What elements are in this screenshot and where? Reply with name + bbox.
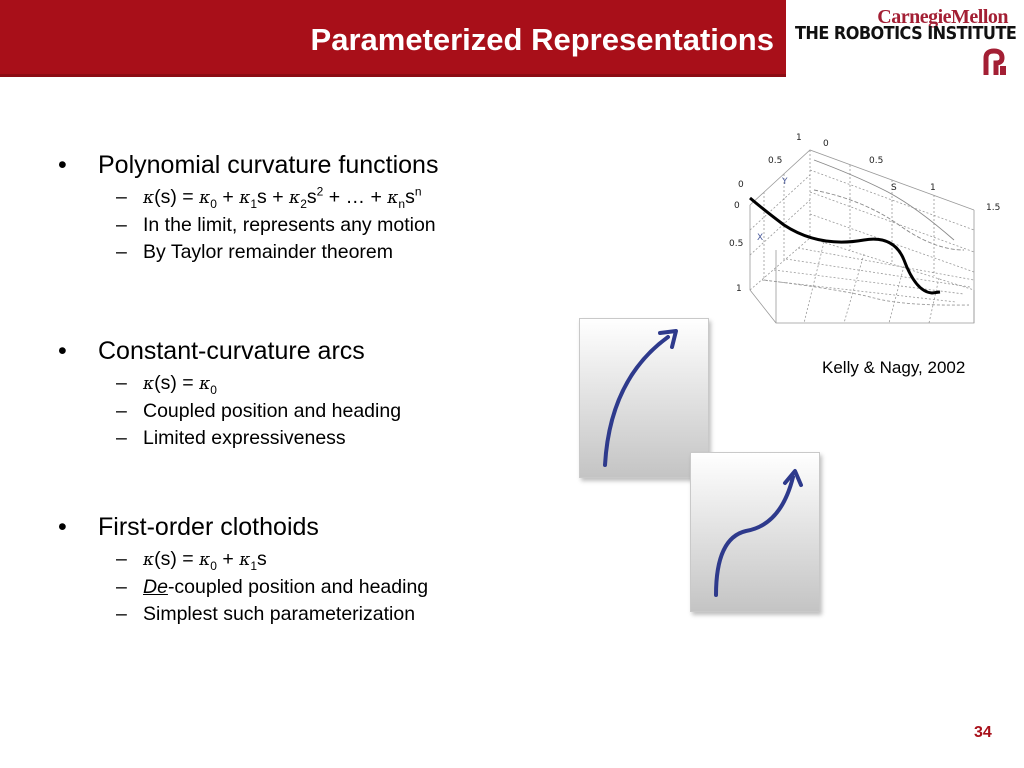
- logo-carnegie-mellon: CarnegieMellon: [877, 6, 1008, 28]
- sub-bullet-formula: –κ(s) = κ0: [116, 372, 217, 397]
- bullet-group-clothoids: First-order clothoids –κ(s) = κ0 + κ1s –…: [58, 512, 428, 628]
- fig-label: 0.5: [869, 156, 883, 166]
- fig-label: 0.5: [768, 156, 782, 166]
- fig-axis-letter: Y: [781, 177, 788, 187]
- bullet-heading: First-order clothoids: [58, 512, 428, 542]
- arc-arrow-icon: [603, 329, 678, 467]
- curvature-curve: [749, 196, 941, 295]
- fig-label: 1: [736, 284, 742, 294]
- sub-bullet-list: –κ(s) = κ0 + κ1s –De-coupled position an…: [58, 546, 428, 628]
- page-number: 34: [974, 724, 992, 741]
- sub-bullet: –Limited expressiveness: [116, 427, 346, 449]
- fig-label: 0.5: [729, 239, 743, 249]
- sub-bullet-list: –κ(s) = κ0 –Coupled position and heading…: [58, 370, 401, 452]
- sub-bullet: –By Taylor remainder theorem: [116, 241, 393, 263]
- fig-label: 1: [930, 183, 936, 193]
- figure-citation: Kelly & Nagy, 2002: [822, 358, 966, 377]
- fig-label: 0: [738, 180, 744, 190]
- curvature-3d-figure: 1 0 0.5 0.5 1 1.5 Y S X 0 0 0.5 1: [729, 133, 1000, 324]
- clothoid-arrow-icon: [714, 469, 803, 597]
- fig-label: 1: [796, 133, 802, 143]
- slide-title: Parameterized Representations: [310, 22, 774, 57]
- bullet-group-polynomial: Polynomial curvature functions –κ(s) = κ…: [58, 150, 438, 266]
- sub-bullet: –Coupled position and heading: [116, 400, 402, 422]
- bullet-heading: Polynomial curvature functions: [58, 150, 438, 180]
- sub-bullet: –In the limit, represents any motion: [116, 214, 436, 236]
- sub-bullet: –Simplest such parameterization: [116, 603, 416, 625]
- fig-label: 0: [823, 139, 829, 149]
- sub-bullet-list: –κ(s) = κ0 + κ1s + κ2s2 + … + κnsn –In t…: [58, 184, 438, 266]
- cmu-ri-logo: CarnegieMellon THE ROBOTICS INSTITUTE: [790, 0, 1024, 80]
- fig-label: 1.5: [986, 203, 1000, 213]
- sub-bullet-formula: –κ(s) = κ0 + κ1s: [116, 548, 267, 573]
- bullet-heading: Constant-curvature arcs: [58, 336, 401, 366]
- clothoid-curve-image: [690, 452, 820, 612]
- constant-curvature-arc-image: [579, 318, 709, 478]
- fig-label: 0: [734, 201, 740, 211]
- fig-axis-letter: S: [891, 183, 897, 193]
- sub-bullet: –De-coupled position and heading: [116, 576, 429, 598]
- logo-robotics-institute: THE ROBOTICS INSTITUTE: [795, 24, 1017, 44]
- title-bar: Parameterized Representations: [0, 0, 786, 77]
- ri-logo-mark-icon: [983, 48, 1006, 75]
- sub-bullet-formula: –κ(s) = κ0 + κ1s + κ2s2 + … + κnsn: [116, 184, 422, 211]
- bullet-group-arcs: Constant-curvature arcs –κ(s) = κ0 –Coup…: [58, 336, 401, 452]
- fig-axis-letter: X: [757, 233, 763, 243]
